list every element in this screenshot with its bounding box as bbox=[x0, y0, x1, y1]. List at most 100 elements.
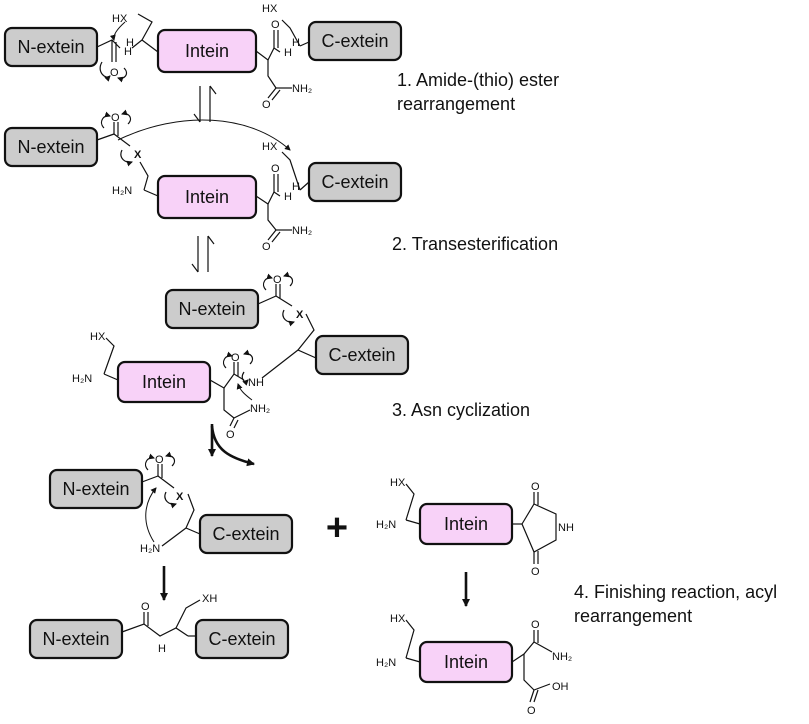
carbonyl-oxygen: O bbox=[273, 274, 282, 286]
electron-push-arrow bbox=[120, 149, 133, 167]
electron-push-arrow bbox=[144, 453, 155, 471]
split-arrows bbox=[208, 424, 255, 467]
hx-atom: HX bbox=[90, 331, 106, 343]
intein-label-4: Intein bbox=[444, 514, 488, 534]
amide-bond bbox=[121, 623, 189, 637]
intein-label-2: Intein bbox=[185, 187, 229, 207]
intein-label-1: Intein bbox=[185, 41, 229, 61]
electron-push-arrow bbox=[100, 111, 111, 129]
c-o-double-bond bbox=[271, 89, 281, 101]
oxygen-atom: O bbox=[226, 429, 235, 441]
c-o-bond bbox=[229, 417, 235, 427]
c-o-bond bbox=[529, 689, 535, 703]
succinimide-ring: O O NH bbox=[512, 481, 574, 578]
plus-sign: + bbox=[326, 507, 348, 549]
h2n-atom: H₂N bbox=[140, 543, 160, 555]
cys-side-chain bbox=[131, 13, 153, 49]
c-extein-box-5 bbox=[194, 618, 290, 660]
attack-arrow bbox=[109, 21, 126, 41]
backbone-bond bbox=[185, 527, 201, 535]
nh-atom: NH bbox=[558, 522, 574, 534]
oxygen-atom: O bbox=[262, 241, 271, 253]
carbonyl-oxygen: O bbox=[111, 112, 120, 124]
asn-side-chain bbox=[223, 388, 235, 419]
row5-right-structure: HX H₂N Intein O NH₂ O OH bbox=[376, 613, 572, 717]
step1-label-continued: rearrangement bbox=[397, 94, 515, 114]
n-atom: H bbox=[158, 643, 166, 655]
asn-side-chain bbox=[267, 60, 277, 89]
electron-push-arrow bbox=[243, 349, 254, 365]
row5-left-structure: N-extein O H XH C-extein bbox=[28, 593, 290, 660]
oxygen-atom: O bbox=[231, 352, 240, 364]
cys-side-chain bbox=[405, 483, 415, 521]
electron-push-arrow bbox=[283, 271, 294, 287]
carbonyl-oxygen: O bbox=[141, 601, 150, 613]
n-extein-label-3: N-extein bbox=[178, 299, 245, 319]
backbone-bond bbox=[103, 373, 119, 381]
cys-side-chain bbox=[175, 599, 201, 629]
x-atom: X bbox=[176, 491, 184, 503]
electron-push-arrow bbox=[262, 273, 273, 291]
electron-push-arrow bbox=[165, 451, 176, 467]
xh-atom: XH bbox=[202, 593, 217, 605]
hx-atom: HX bbox=[390, 613, 406, 625]
c-extein-label-1: C-extein bbox=[321, 31, 388, 51]
equilibrium-arrow-1 bbox=[193, 85, 217, 123]
c-oh-bond bbox=[533, 683, 551, 691]
step4-label: 4. Finishing reaction, acyl bbox=[574, 582, 777, 602]
oxygen-atom: O bbox=[531, 619, 540, 631]
c-n-bond bbox=[233, 409, 251, 419]
step3-label: 3. Asn cyclization bbox=[392, 400, 530, 420]
h2n-atom: H₂N bbox=[376, 519, 396, 531]
asn-backbone bbox=[511, 641, 535, 663]
row2-structure: N-extein O X H₂N Intein O H H O NH₂ HX C… bbox=[3, 109, 403, 253]
oxygen-atom: O bbox=[262, 99, 271, 111]
x-atom: X bbox=[296, 309, 304, 321]
n-atom: H bbox=[126, 37, 134, 49]
step2-label: 2. Transesterification bbox=[392, 234, 558, 254]
electron-push-arrow bbox=[282, 309, 295, 327]
n-extein-label-4: N-extein bbox=[62, 479, 129, 499]
h2n-atom: H₂N bbox=[72, 373, 92, 385]
electron-push-arrow bbox=[99, 61, 111, 82]
step4-label-continued: rearrangement bbox=[574, 606, 692, 626]
asn-backbone bbox=[255, 191, 281, 205]
ester-bond bbox=[157, 475, 175, 489]
backbone-bond bbox=[143, 189, 159, 197]
cys-side-chain bbox=[185, 493, 195, 529]
asn-backbone bbox=[255, 47, 281, 61]
ester-bond bbox=[257, 295, 277, 305]
electron-push-arrow bbox=[164, 491, 177, 509]
cys-side-chain bbox=[103, 337, 115, 375]
c-extein-box-1 bbox=[307, 20, 403, 62]
electron-push-arrow bbox=[241, 371, 249, 386]
n-atom: H bbox=[284, 191, 292, 203]
row1-structure: N-extein H H O HX Intein O H H O NH₂ HX … bbox=[3, 3, 403, 111]
n-extein-label-1: N-extein bbox=[17, 37, 84, 57]
equilibrium-arrow-2 bbox=[191, 235, 215, 273]
x-atom: X bbox=[134, 149, 142, 161]
ester-bond bbox=[113, 133, 131, 147]
cys-side-chain bbox=[139, 161, 149, 191]
asn-side-chain bbox=[523, 654, 535, 691]
n-extein-box-4 bbox=[48, 468, 144, 510]
oxygen-atom: O bbox=[271, 163, 280, 175]
hx-atom: HX bbox=[390, 477, 406, 489]
attack-arc bbox=[117, 119, 291, 151]
c-extein-box-2 bbox=[307, 161, 403, 203]
row4-left-structure: N-extein O X H₂N C-extein bbox=[48, 451, 294, 555]
row3-structure: N-extein O X C-extein HX H₂N Intein O NH… bbox=[72, 271, 410, 441]
intein-box-3 bbox=[116, 360, 212, 404]
h2n-atom: H₂N bbox=[112, 185, 132, 197]
intein-box-2 bbox=[156, 174, 258, 220]
n-extein-box-3 bbox=[164, 288, 260, 330]
c-o-double-bond bbox=[533, 689, 539, 703]
nh2-atom: NH₂ bbox=[292, 225, 312, 237]
nh-atom: H bbox=[124, 46, 132, 58]
backbone-bond bbox=[141, 39, 159, 53]
cys-side-chain bbox=[281, 151, 301, 191]
n-extein-label-2: N-extein bbox=[17, 137, 84, 157]
attack-arrow bbox=[145, 487, 157, 543]
step1-label: 1. Amide-(thio) ester bbox=[397, 70, 559, 90]
